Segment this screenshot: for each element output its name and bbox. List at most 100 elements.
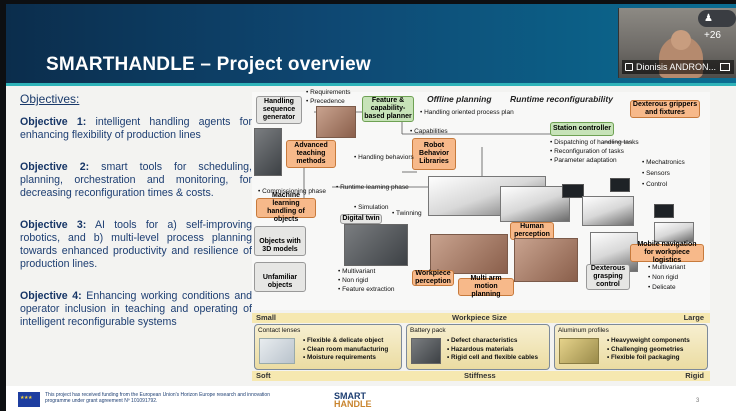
multivariant-right-label: • Multivariant <box>648 264 686 271</box>
aluminum-profile-image <box>559 338 599 364</box>
objective-1: Objective 1: intelligent handling agents… <box>20 116 252 142</box>
captions-icon[interactable] <box>720 63 730 71</box>
assembly-machine <box>582 196 634 226</box>
use-case-card-aluminum-profiles: Aluminum profiles Heavyweight components… <box>554 324 708 370</box>
stiffness-rigid-label: Rigid <box>685 371 704 380</box>
participants-badge[interactable]: ♟ +26 <box>698 10 736 41</box>
card-feature: Flexible foil packaging <box>607 354 690 363</box>
objects-3d-models: Objects with 3D models <box>254 226 306 256</box>
commissioning-label: • Commissioning phase <box>258 188 327 195</box>
battery-pack-image <box>411 338 441 364</box>
robot-arm-image <box>316 106 356 138</box>
precedence-label: • Precedence <box>306 98 345 105</box>
workpiece-scale-panel: Small Workpiece Size Large Contact lense… <box>252 313 710 381</box>
size-small-label: Small <box>256 313 277 322</box>
requirements-label: • Requirements <box>306 89 351 96</box>
runtime-reconfig-label: Runtime reconfigurability <box>510 94 613 104</box>
monitor-screen <box>654 204 674 218</box>
objective-3: Objective 3: AI tools for a) self-improv… <box>20 219 252 271</box>
human-perception: Human perception <box>510 222 554 240</box>
slide-title: SMARTHANDLE – Project overview <box>46 54 371 75</box>
robot-behavior-libraries: Robot Behavior Libraries <box>412 138 456 170</box>
objective-4: Objective 4: Enhancing working condition… <box>20 290 252 329</box>
objective-text: smart tools for scheduling, planning, or… <box>20 161 252 199</box>
person-icon: ♟ <box>704 13 713 24</box>
offline-planning-label: Offline planning <box>427 94 492 104</box>
dexterous-grippers-fixtures: Dexterous grippers and fixtures <box>630 100 700 118</box>
card-feature: Rigid cell and flexible cables <box>447 354 538 363</box>
card-feature: Defect characteristics <box>447 337 538 346</box>
runtime-learning-label: • Runtime learning phase <box>336 184 409 191</box>
smarthandle-logo: SMART HANDLE <box>334 392 372 409</box>
twinning-label: • Twinning <box>392 210 422 217</box>
use-case-card-contact-lenses: Contact lenses Flexible & delicate objec… <box>254 324 402 370</box>
use-case-card-battery-pack: Battery pack Defect characteristics Haza… <box>406 324 550 370</box>
feature-capability-planner: Feature & capability-based planner <box>362 96 414 122</box>
non-rigid-label: • Non rigid <box>338 277 369 284</box>
card-title: Contact lenses <box>258 327 301 334</box>
sensors-label: • Sensors <box>642 170 670 177</box>
digital-twin-image <box>344 224 408 266</box>
card-feature: Challenging geometries <box>607 346 690 355</box>
operator-teaching-image <box>254 128 282 176</box>
reconfig-tasks-label: • Reconfiguration of tasks <box>550 148 624 155</box>
advanced-teaching-methods: Advanced teaching methods <box>286 140 336 168</box>
presenter-name: Dionisis ANDRON... <box>636 62 717 72</box>
stiffness-axis-label: Stiffness <box>464 371 496 380</box>
size-large-label: Large <box>683 313 704 322</box>
logo-line-2: HANDLE <box>334 399 372 409</box>
workcell-photo-left <box>430 234 508 274</box>
monitor-screen <box>562 184 584 198</box>
card-feature: Moisture requirements <box>303 354 388 363</box>
dexterous-grasping-control: Dexterous grasping control <box>586 264 630 290</box>
funding-notice: This project has received funding from t… <box>45 392 270 404</box>
card-title: Aluminum profiles <box>558 327 609 334</box>
objective-label: Objective 3: <box>20 219 87 231</box>
page-number: 3 <box>696 398 700 404</box>
card-title: Battery pack <box>410 327 446 334</box>
presenter-name-bar: Dionisis ANDRON... <box>622 60 734 74</box>
digital-twin: Digital twin <box>340 214 382 224</box>
card-features: Heavyweight components Challenging geome… <box>607 337 690 363</box>
workcell-photo-center <box>514 238 578 282</box>
objective-label: Objective 2: <box>20 161 90 173</box>
objective-2: Objective 2: smart tools for scheduling,… <box>20 161 252 200</box>
robot-cell-machine <box>500 186 570 222</box>
multivariant-label: • Multivariant <box>338 268 376 275</box>
objective-text: intelligent handling agents for enhancin… <box>20 116 252 141</box>
card-feature: Hazardous materials <box>447 346 538 355</box>
card-feature: Heavyweight components <box>607 337 690 346</box>
feature-extraction-label: • Feature extraction <box>338 286 395 293</box>
workpiece-perception: Workpiece perception <box>412 270 454 286</box>
control-label: • Control <box>642 181 668 188</box>
unfamiliar-objects: Unfamiliar objects <box>254 262 306 292</box>
handling-sequence-generator: Handling sequence generator <box>256 96 302 124</box>
handling-plan-label: • Handling oriented process plan <box>420 109 514 116</box>
card-feature: Clean room manufacturing <box>303 346 388 355</box>
mobile-navigation: Mobile navigation for workpiece logistic… <box>630 241 704 264</box>
dispatching-label: • Dispatching of handling tasks <box>550 139 639 146</box>
handling-behaviors-label: • Handling behaviors <box>354 154 414 161</box>
size-axis-label: Workpiece Size <box>452 313 507 322</box>
delicate-label: • Delicate <box>648 284 676 291</box>
multi-arm-motion-planning: Multi arm motion planning <box>458 275 514 298</box>
contact-lens-image <box>259 338 295 364</box>
slide-footer: This project has received funding from t… <box>6 386 736 411</box>
card-features: Defect characteristics Hazardous materia… <box>447 337 538 363</box>
objectives-column: Objectives: Objective 1: intelligent han… <box>20 92 252 348</box>
capabilities-label: • Capabilities <box>410 128 448 135</box>
objective-label: Objective 1: <box>20 116 87 128</box>
objective-text: AI tools for a) self-improving robotics,… <box>20 219 252 270</box>
header-divider <box>6 83 736 86</box>
stiffness-soft-label: Soft <box>256 371 271 380</box>
architecture-diagram: Offline planning Runtime reconfigurabili… <box>252 89 710 310</box>
objective-text: Enhancing working conditions and operato… <box>20 290 252 328</box>
station-controller: Station controller <box>550 122 614 136</box>
monitor-screen <box>610 178 630 192</box>
card-features: Flexible & delicate object Clean room ma… <box>303 337 388 363</box>
objectives-heading: Objectives: <box>20 92 80 106</box>
param-adapt-label: • Parameter adaptation <box>550 157 617 164</box>
simulation-label: • Simulation <box>354 204 389 211</box>
stiffness-bar: Soft Stiffness Rigid <box>252 371 710 381</box>
non-rigid-right-label: • Non rigid <box>648 274 679 281</box>
